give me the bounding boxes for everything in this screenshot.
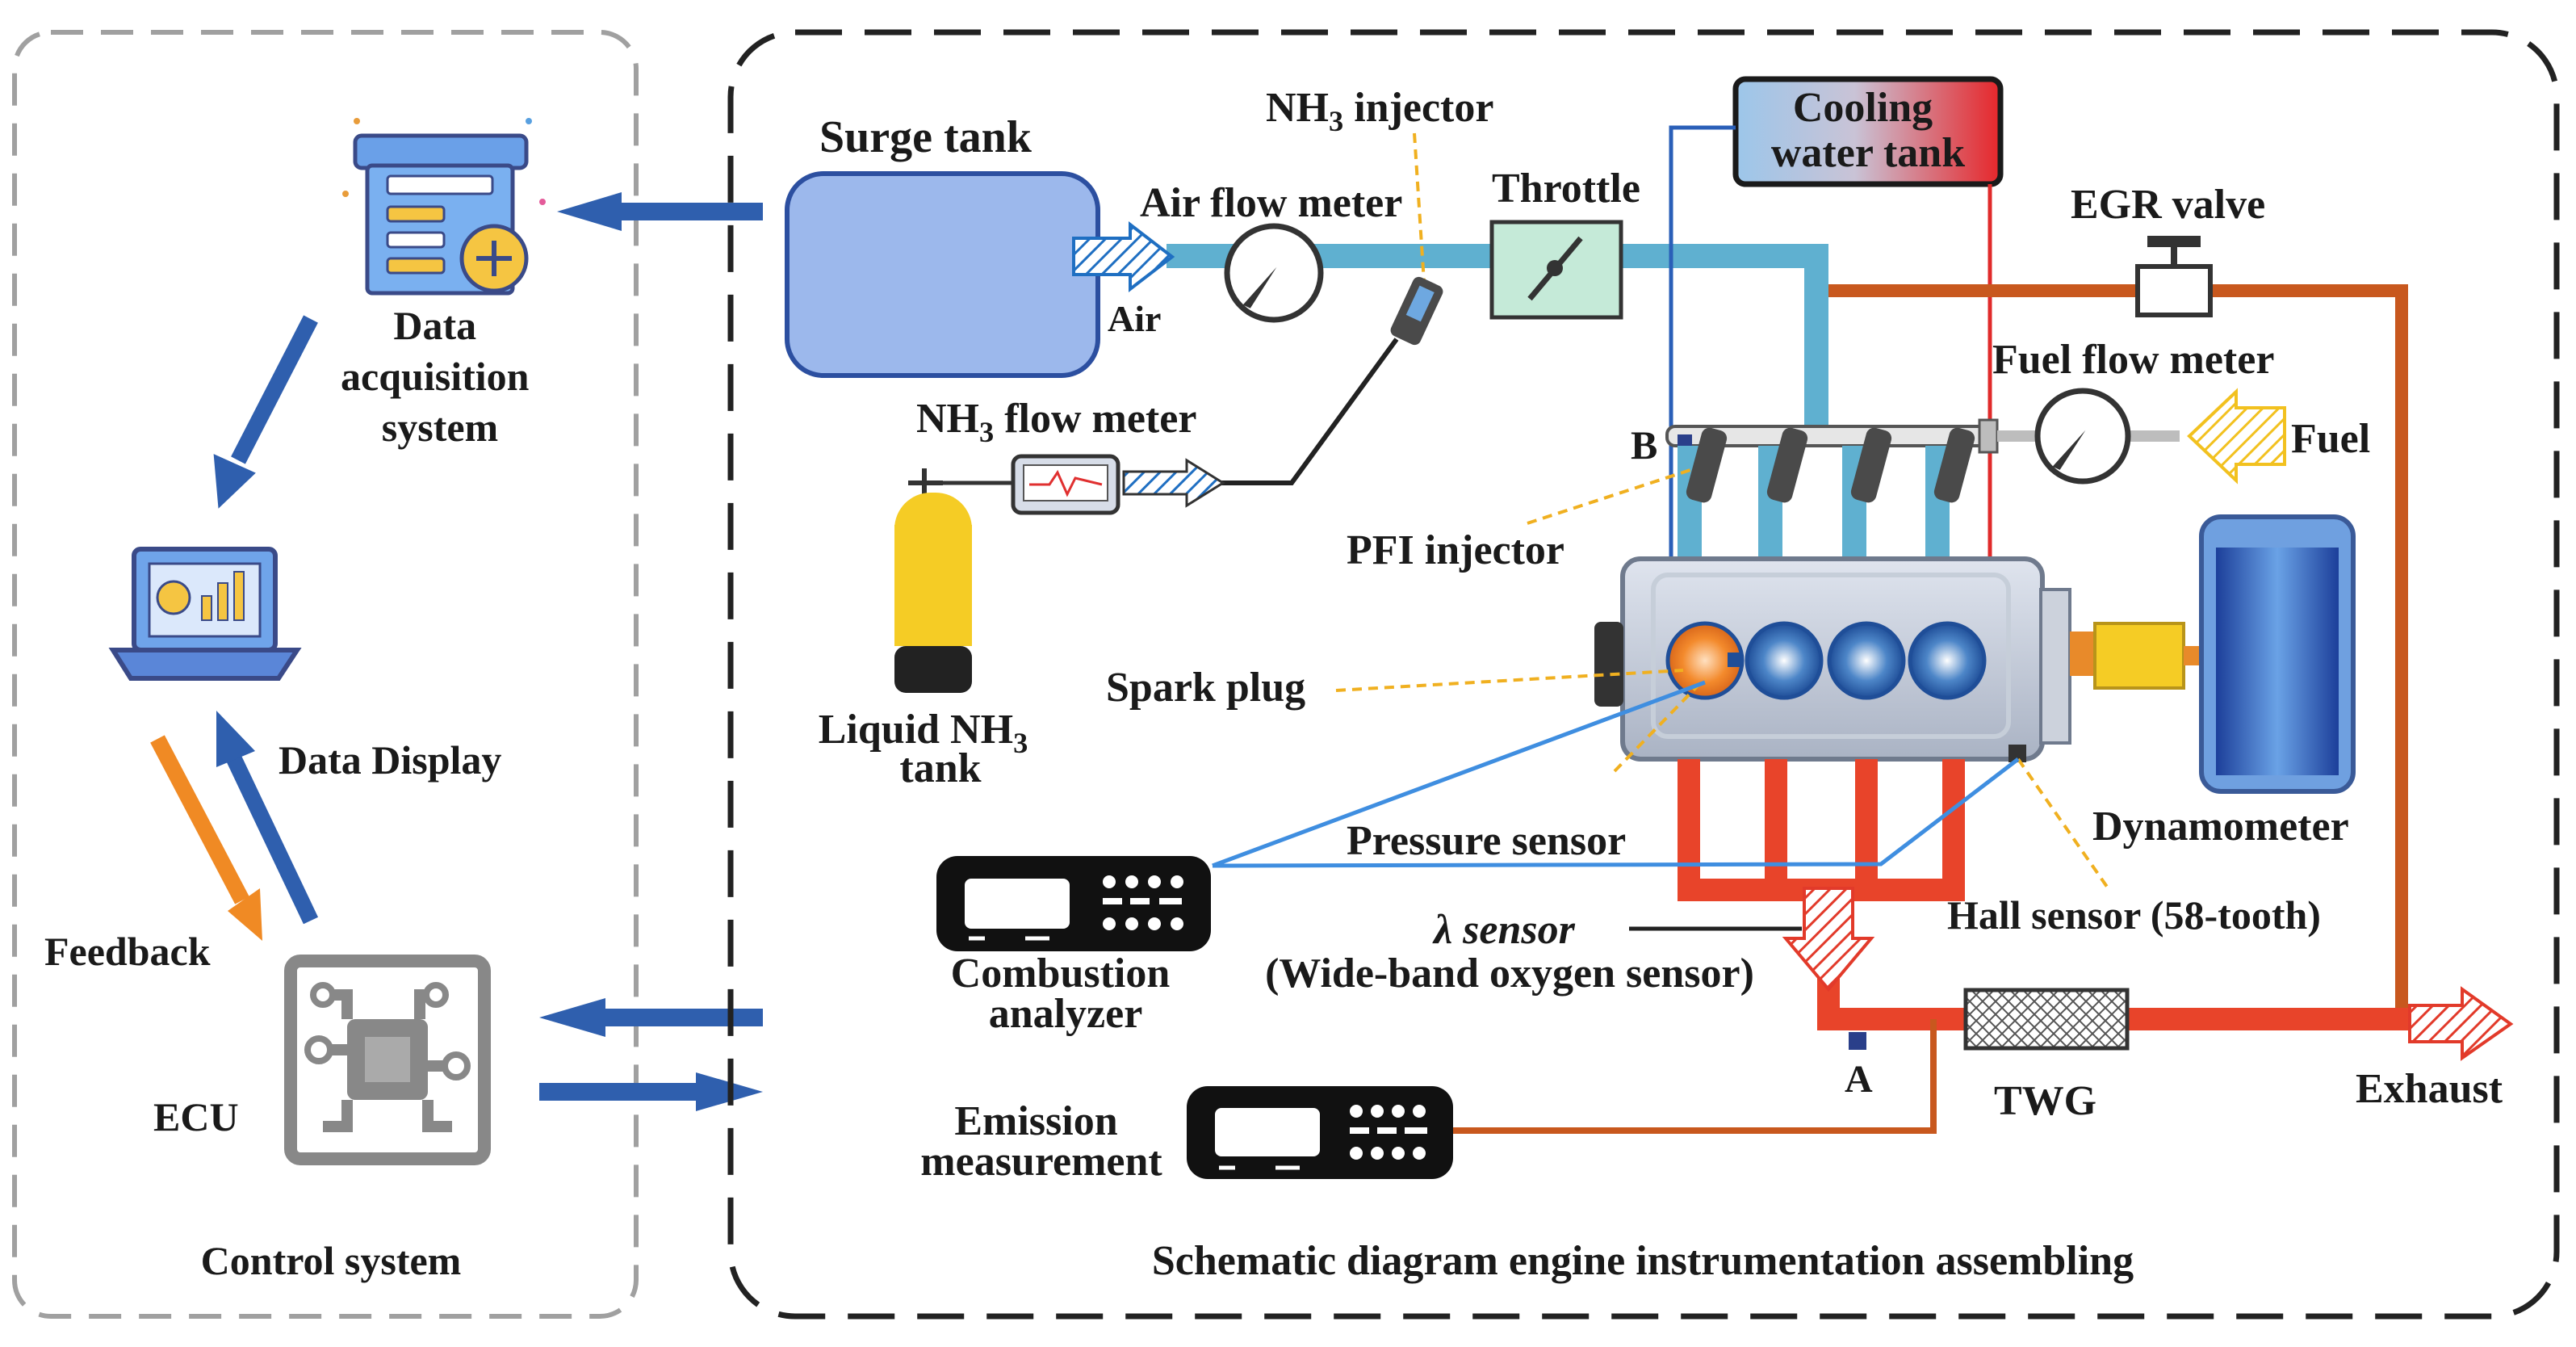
exhaust-manifold xyxy=(1678,759,1965,901)
liquid-nh3-tank-label: Liquid NH3 tank xyxy=(819,707,1039,791)
emission-sample-line xyxy=(1447,1019,1937,1134)
dynamometer xyxy=(2070,514,2356,794)
nh3-flow-meter-label: NH3 flow meter xyxy=(916,396,1196,448)
cooling-water-tank xyxy=(1732,76,2004,187)
b-sensor xyxy=(1678,434,1692,447)
control-system-panel xyxy=(12,30,639,1319)
pfi-injectors xyxy=(1686,427,1975,503)
a-sensor xyxy=(1849,1032,1866,1050)
twg-label: TWG xyxy=(1994,1078,2096,1124)
data-display-arrow xyxy=(216,711,319,925)
air-flow-meter-label: Air flow meter xyxy=(1140,180,1402,226)
egr-valve-label: EGR valve xyxy=(2071,182,2265,228)
twg-catalyst xyxy=(1963,988,2130,1051)
engine-block xyxy=(1594,556,2071,762)
spark-plug-leader xyxy=(1335,669,1684,692)
combustion-analyzer xyxy=(936,856,1211,951)
dynamometer-label: Dynamometer xyxy=(2092,804,2349,850)
data-display-label: Data Display xyxy=(279,737,501,783)
nh3-injector-label: NH3 injector xyxy=(1266,85,1493,137)
emission-analyzer xyxy=(1187,1086,1453,1179)
a-label: A xyxy=(1845,1058,1873,1101)
egr-valve xyxy=(2135,236,2213,317)
spark-plug-label: Spark plug xyxy=(1106,665,1305,711)
hall-sensor-label: Hall sensor (58-tooth) xyxy=(1947,892,2321,938)
nh3-injector-leader xyxy=(1413,132,1426,296)
laptop-icon xyxy=(108,547,302,681)
exhaust-outlet-arrow xyxy=(2408,986,2514,1061)
combustion-analyzer-label: Combustion analyzer xyxy=(951,950,1181,1037)
exhaust-label: Exhaust xyxy=(2356,1066,2503,1112)
fuel-rail-cap xyxy=(1978,418,1999,454)
air-flow-meter-gauge xyxy=(1224,223,1324,323)
air-label: Air xyxy=(1108,298,1161,339)
data-acquisition-label: Data acquisition system xyxy=(341,303,539,450)
fuel-label: Fuel xyxy=(2291,416,2370,462)
arrow-to-data-acquisition xyxy=(557,192,763,231)
pfi-injector-leader xyxy=(1527,467,1696,525)
combustion-analyzer-wires xyxy=(1212,680,2020,868)
schematic-title: Schematic diagram engine instrumentation… xyxy=(1152,1238,2134,1284)
nh3-flow-arrow xyxy=(1122,458,1225,508)
coolant-line-blue xyxy=(1669,125,1736,569)
nh3-supply-line xyxy=(1219,338,1399,485)
hall-sensor-leader xyxy=(2017,757,2109,888)
nh3-flow-meter xyxy=(1011,454,1120,515)
emission-measurement-label: Emission measurement xyxy=(920,1098,1162,1185)
fuel-flow-meter-gauge xyxy=(2034,388,2131,485)
lambda-sensor-arrow xyxy=(1782,887,1875,992)
pressure-sensor-label: Pressure sensor xyxy=(1347,818,1626,864)
throttle-body xyxy=(1489,220,1623,320)
pfi-injector-label: PFI injector xyxy=(1347,527,1564,573)
egr-pipe xyxy=(1828,284,2408,1019)
feedback-arrow xyxy=(150,735,262,941)
feedback-label: Feedback xyxy=(44,929,211,974)
lambda-sensor-label: λ sensor (Wide-band oxygen sensor) xyxy=(1265,907,1754,997)
ecu-label: ECU xyxy=(153,1094,239,1139)
ecu-icon xyxy=(284,955,491,1165)
arrow-to-laptop xyxy=(213,315,318,509)
nh3-injector xyxy=(1390,276,1443,346)
fuel-flow-meter-label: Fuel flow meter xyxy=(1992,337,2274,383)
air-inlet-arrow xyxy=(1072,220,1175,293)
cooling-water-tank-label: Cooling water tank xyxy=(1771,85,1965,176)
control-system-title: Control system xyxy=(201,1238,462,1283)
data-acquisition-icon xyxy=(342,118,546,296)
liquid-nh3-tank xyxy=(894,468,972,693)
fuel-inlet-arrow xyxy=(2187,388,2286,485)
pressure-sensor-leader xyxy=(1613,677,1707,773)
b-label: B xyxy=(1631,422,1657,468)
throttle-label: Throttle xyxy=(1492,166,1640,212)
surge-tank xyxy=(785,171,1100,378)
arrow-to-ecu xyxy=(539,998,763,1037)
schematic-panel xyxy=(727,29,2560,1320)
surge-tank-label: Surge tank xyxy=(819,112,1032,162)
